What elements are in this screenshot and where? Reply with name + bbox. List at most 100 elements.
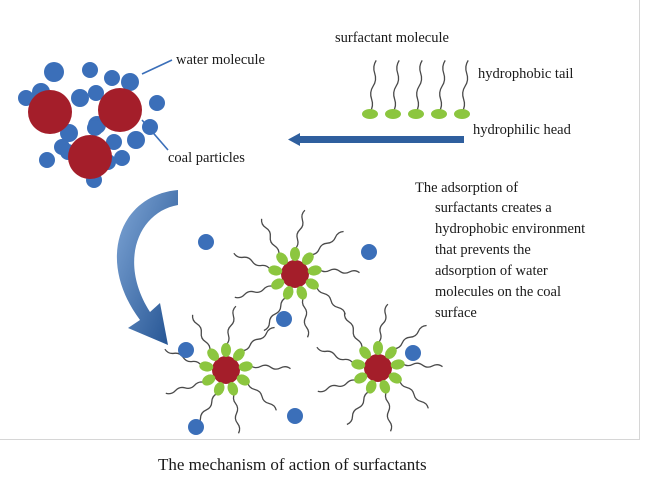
hydrophilic-head (276, 252, 289, 265)
water-molecule (188, 419, 204, 435)
hydrophobic-tail (377, 303, 389, 344)
hydrophobic-tail (402, 362, 443, 368)
hydrophilic-head (351, 359, 366, 370)
water-molecule (361, 244, 377, 260)
hydrophilic-head (296, 286, 308, 300)
hydrophilic-head (207, 348, 220, 361)
hydrophobic-tail (294, 209, 306, 250)
water-molecule (104, 70, 120, 86)
hydrophilic-head (307, 265, 322, 276)
hydrophobic-tail (234, 285, 274, 299)
coal-particle (28, 90, 72, 134)
surfactant-tails-layer (164, 60, 469, 434)
hydrophobic-tail (263, 296, 287, 332)
adsorption-arrow (288, 133, 464, 146)
hydrophilic-head (236, 374, 250, 386)
hydrophilic-head (379, 380, 391, 394)
hydrophilic-head (221, 343, 231, 357)
hydrophilic-head (282, 286, 294, 300)
hydrophilic-head (232, 348, 245, 361)
hydrophobic-tail (319, 268, 360, 274)
hydrophilic-head (305, 278, 319, 290)
coal-particles-pointer (141, 119, 169, 151)
hydrophilic-head-label: hydrophilic head (473, 122, 572, 138)
water-molecule (106, 134, 122, 150)
hydrophobic-tail (165, 381, 205, 395)
water-molecule (405, 345, 421, 361)
coal-particle (281, 260, 309, 288)
water-molecule (39, 152, 55, 168)
hydrophobic-tail (394, 324, 427, 350)
description-line-4: that prevents the (435, 242, 531, 258)
water-molecule (127, 131, 145, 149)
hydrophilic-head (227, 382, 239, 396)
hydrophobic-tail (247, 382, 277, 411)
hydrophilic-head (408, 109, 424, 119)
hydrophobic-tail (438, 60, 446, 113)
hydrophobic-tail (242, 326, 275, 352)
hydrophilic-head (362, 109, 378, 119)
water-molecule (178, 342, 194, 358)
hydrophobic-tail (250, 364, 291, 370)
hydrophobic-tail (260, 218, 280, 255)
hydrophobic-tail (384, 391, 393, 432)
water-molecule (198, 234, 214, 250)
water-molecule-pointer (141, 59, 173, 75)
water-molecule (71, 89, 89, 107)
water-molecule (121, 73, 139, 91)
description-line-5: adsorption of water (435, 263, 548, 279)
hydrophilic-head (384, 346, 397, 359)
coal-particles-layer (28, 88, 392, 384)
figure-caption: The mechanism of action of surfactants (158, 455, 427, 474)
hydrophilic-head (354, 372, 368, 384)
hydrophilic-head (373, 341, 383, 355)
hydrophilic-head (365, 380, 377, 394)
coal-particle (212, 356, 240, 384)
hydrophilic-head (202, 374, 216, 386)
hydrophobic-tail (191, 314, 211, 351)
coal-particle (68, 135, 112, 179)
water-molecule (142, 119, 158, 135)
hydrophobic-tail (415, 60, 423, 113)
coal-particle (98, 88, 142, 132)
hydrophobic-tail (301, 297, 310, 338)
water-molecules-layer (18, 62, 421, 435)
hydrophobic-tail (316, 346, 354, 365)
figure-frame (0, 0, 640, 440)
water-molecule (276, 311, 292, 327)
water-molecule (82, 62, 98, 78)
water-molecule-label: water molecule (176, 52, 265, 68)
hydrophobic-tail (392, 60, 400, 113)
description-line-7: surface (435, 305, 477, 321)
coal-particle (364, 354, 392, 382)
hydrophobic-tail (317, 379, 357, 393)
water-molecule (18, 90, 34, 106)
water-molecule (87, 120, 103, 136)
hydrophilic-head (238, 361, 253, 372)
hydrophobic-tail (316, 286, 346, 315)
description-line-3: hydrophobic environment (435, 221, 585, 237)
hydrophilic-head (388, 372, 402, 384)
hydrophobic-tail (311, 230, 344, 256)
hydrophobic-tail (343, 312, 363, 349)
hydrophilic-head (390, 359, 405, 370)
hydrophobic-tail (232, 393, 241, 434)
hydrophobic-tail (461, 60, 469, 113)
hydrophobic-tail (225, 305, 237, 346)
hydrophobic-tail (233, 252, 271, 271)
water-molecule (149, 95, 165, 111)
hydrophilic-head (431, 109, 447, 119)
hydrophilic-head (359, 346, 372, 359)
hydrophilic-head (213, 382, 225, 396)
hydrophilic-head (199, 361, 214, 372)
hydrophilic-head (385, 109, 401, 119)
water-molecule (287, 408, 303, 424)
water-molecule (44, 62, 64, 82)
hydrophilic-head (268, 265, 283, 276)
hydrophobic-tail (399, 380, 429, 409)
hydrophobic-tail (346, 390, 370, 426)
description-line-1: The adsorption of (415, 180, 518, 196)
hydrophilic-head (271, 278, 285, 290)
